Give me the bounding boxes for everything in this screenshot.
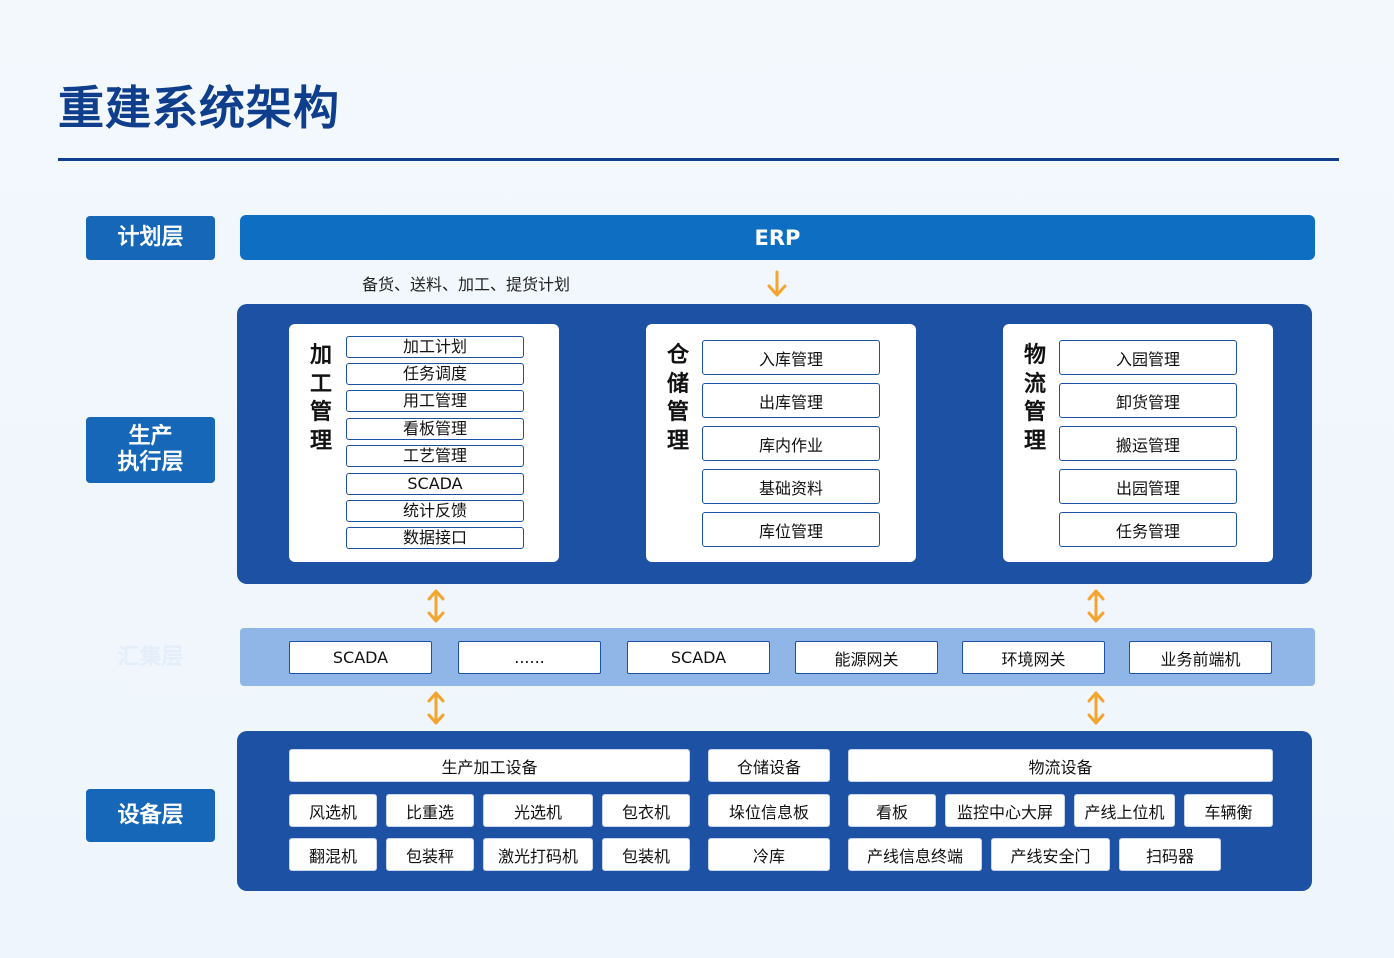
processing-item[interactable]: 统计反馈 xyxy=(346,500,524,522)
gather-item[interactable]: 环境网关 xyxy=(962,641,1105,674)
layer-label-plan: 计划层 xyxy=(86,216,215,260)
processing-item[interactable]: 加工计划 xyxy=(346,336,524,358)
gather-item[interactable]: 能源网关 xyxy=(795,641,938,674)
processing-item[interactable]: 数据接口 xyxy=(346,527,524,549)
device-item[interactable]: 翻混机 xyxy=(289,838,377,871)
device-item[interactable]: 扫码器 xyxy=(1119,838,1221,871)
device-group-header: 生产加工设备 xyxy=(289,749,690,782)
arrow-updown-icon xyxy=(1087,589,1105,623)
processing-title: 加 工 管 理 xyxy=(309,343,332,454)
processing-item[interactable]: 工艺管理 xyxy=(346,445,524,467)
warehouse-item[interactable]: 库内作业 xyxy=(702,426,880,461)
logistics-card: 物 流 管 理 入园管理 卸货管理 搬运管理 出园管理 任务管理 xyxy=(1003,324,1273,562)
logistics-title: 物 流 管 理 xyxy=(1023,343,1046,454)
warehouse-item[interactable]: 出库管理 xyxy=(702,383,880,418)
arrow-down-icon xyxy=(767,270,787,297)
plan-note: 备货、送料、加工、提货计划 xyxy=(362,275,571,294)
processing-card: 加 工 管 理 加工计划 任务调度 用工管理 看板管理 工艺管理 SCADA 统… xyxy=(289,324,559,562)
device-item[interactable]: 比重选 xyxy=(386,794,474,827)
logistics-item[interactable]: 任务管理 xyxy=(1059,512,1237,547)
processing-item[interactable]: 任务调度 xyxy=(346,363,524,385)
device-item[interactable]: 产线信息终端 xyxy=(848,838,982,871)
logistics-item[interactable]: 卸货管理 xyxy=(1059,383,1237,418)
processing-item[interactable]: 用工管理 xyxy=(346,390,524,412)
device-item[interactable]: 产线上位机 xyxy=(1074,794,1175,827)
device-item[interactable]: 光选机 xyxy=(483,794,593,827)
page-title: 重建系统架构 xyxy=(58,81,340,135)
logistics-item[interactable]: 入园管理 xyxy=(1059,340,1237,375)
warehouse-item[interactable]: 入库管理 xyxy=(702,340,880,375)
warehouse-item[interactable]: 基础资料 xyxy=(702,469,880,504)
gather-item[interactable]: SCADA xyxy=(627,641,770,674)
gather-item[interactable]: ...... xyxy=(458,641,601,674)
warehouse-title: 仓 储 管 理 xyxy=(666,343,689,454)
device-item[interactable]: 激光打码机 xyxy=(483,838,593,871)
device-item[interactable]: 包衣机 xyxy=(602,794,690,827)
device-item[interactable]: 车辆衡 xyxy=(1184,794,1273,827)
warehouse-card: 仓 储 管 理 入库管理 出库管理 库内作业 基础资料 库位管理 xyxy=(646,324,916,562)
device-item[interactable]: 冷库 xyxy=(708,838,830,871)
gather-item[interactable]: SCADA xyxy=(289,641,432,674)
processing-item[interactable]: SCADA xyxy=(346,473,524,495)
device-item[interactable]: 包装机 xyxy=(602,838,690,871)
warehouse-item[interactable]: 库位管理 xyxy=(702,512,880,547)
erp-bar: ERP xyxy=(240,215,1315,260)
device-item[interactable]: 包装秤 xyxy=(386,838,474,871)
layer-label-gather: 汇集层 xyxy=(117,645,184,670)
layer-label-production: 生产 执行层 xyxy=(86,417,215,483)
arrow-updown-icon xyxy=(427,589,445,623)
arrow-updown-icon xyxy=(427,691,445,725)
device-item[interactable]: 产线安全门 xyxy=(991,838,1110,871)
layer-label-device: 设备层 xyxy=(86,789,215,842)
device-item[interactable]: 监控中心大屏 xyxy=(945,794,1065,827)
device-group-header: 物流设备 xyxy=(848,749,1273,782)
device-item[interactable]: 看板 xyxy=(848,794,936,827)
logistics-item[interactable]: 搬运管理 xyxy=(1059,426,1237,461)
gather-item[interactable]: 业务前端机 xyxy=(1129,641,1272,674)
logistics-item[interactable]: 出园管理 xyxy=(1059,469,1237,504)
processing-item[interactable]: 看板管理 xyxy=(346,418,524,440)
device-item[interactable]: 垛位信息板 xyxy=(708,794,830,827)
title-divider xyxy=(58,158,1339,161)
device-item[interactable]: 风选机 xyxy=(289,794,377,827)
arrow-updown-icon xyxy=(1087,691,1105,725)
device-group-header: 仓储设备 xyxy=(708,749,830,782)
